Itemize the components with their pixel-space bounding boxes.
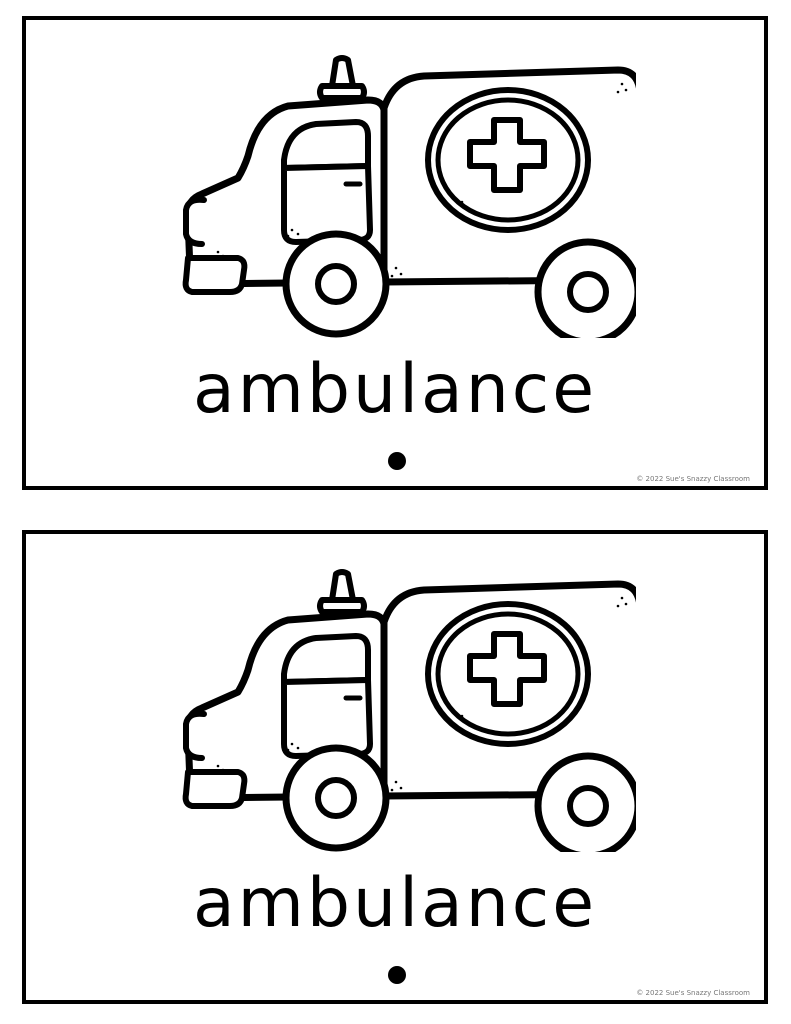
start-dot [388,452,406,470]
flashcard-top: ambulance © 2022 Sue's Snazzy Classroom [22,16,768,490]
copyright-notice: © 2022 Sue's Snazzy Classroom [636,475,750,483]
start-dot [388,966,406,984]
copyright-notice: © 2022 Sue's Snazzy Classroom [636,989,750,997]
flashcard-bottom: ambulance © 2022 Sue's Snazzy Classroom [22,530,768,1004]
ambulance-icon [156,48,636,338]
ambulance-icon [156,562,636,852]
flashcard-word: ambulance [192,350,598,429]
flashcard-word: ambulance [192,864,598,943]
